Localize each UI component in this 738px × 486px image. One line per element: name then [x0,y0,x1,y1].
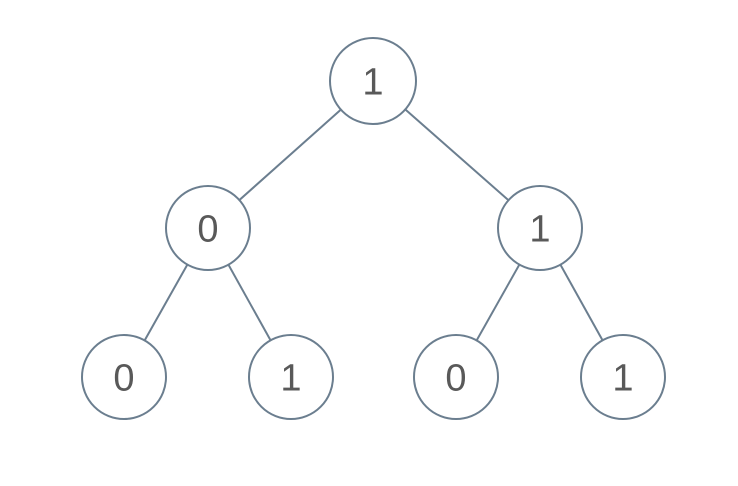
tree-node-right-right: 1 [580,334,666,420]
tree-node-circle-left [165,185,251,271]
tree-node-label-left: 0 [197,209,218,251]
tree-node-root: 1 [329,37,417,125]
tree-node-circle-right [497,185,583,271]
tree-node-circle-left-left [81,334,167,420]
tree-node-label-root: 1 [362,62,383,104]
tree-node-left-left: 0 [81,334,167,420]
tree-node-label-left-right: 1 [280,358,301,400]
tree-node-circle-root [329,37,417,125]
tree-node-right-left: 0 [413,334,499,420]
tree-node-label-right: 1 [529,209,550,251]
tree-node-left-right: 1 [248,334,334,420]
tree-node-label-right-left: 0 [445,358,466,400]
tree-node-circle-right-right [580,334,666,420]
tree-node-label-left-left: 0 [113,358,134,400]
tree-node-circle-right-left [413,334,499,420]
tree-node-right: 1 [497,185,583,271]
tree-node-left: 0 [165,185,251,271]
tree-node-circle-left-right [248,334,334,420]
tree-node-label-right-right: 1 [612,358,633,400]
